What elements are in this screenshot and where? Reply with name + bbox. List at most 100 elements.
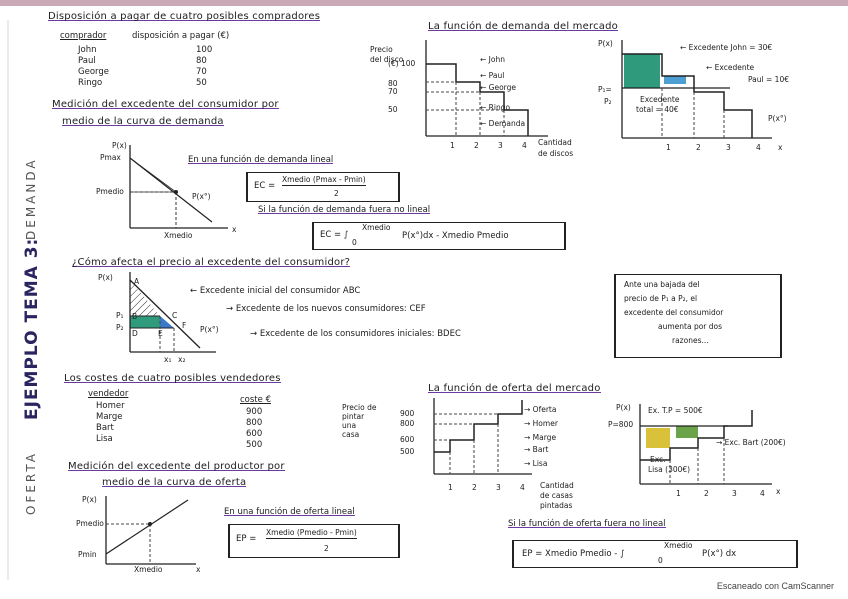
md-x-tick: 1	[450, 141, 455, 150]
pg-p: P(x)	[616, 403, 631, 412]
ec-formula-box: EC = Xmedio (Pmax - Pmin) 2	[246, 172, 400, 202]
ep-formula-box: EP = Xmedio (Pmedio - Pmin) 2	[228, 524, 400, 558]
seller-name: Marge	[96, 412, 123, 422]
ep2-rest: P(x°) dx	[702, 549, 737, 559]
pg-homer: Ex. T.P = 500€	[648, 406, 703, 415]
pe-p2: P₂	[116, 323, 124, 332]
scanner-footer: Escaneado con CamScanner	[716, 581, 834, 591]
sg-p: P(x)	[598, 39, 613, 48]
linear-demand-graph	[129, 145, 228, 229]
seller-name: Homer	[96, 401, 125, 411]
consumer-surplus-graph	[621, 40, 772, 139]
ep2-upper: Xmedio	[664, 541, 693, 550]
pe-curve: P(x°)	[200, 325, 219, 334]
g1-pmedio: Pmedio	[96, 187, 124, 196]
pg-p800: P=800	[608, 420, 634, 429]
buyer-value: 100	[196, 45, 213, 55]
pe-d: D	[132, 329, 138, 338]
pe-x2: x₂	[178, 355, 186, 364]
pe-note-line: aumenta por dos	[658, 322, 723, 331]
sg2-pmin: Pmin	[78, 550, 97, 559]
pe-e: E	[158, 329, 163, 338]
md-x-tick: 2	[474, 141, 479, 150]
ms-step-label: → Homer	[524, 419, 558, 428]
buyer-name: John	[78, 45, 97, 55]
sellers-title: Los costes de cuatro posibles vendedores	[64, 373, 281, 384]
sg-total-2: total = 40€	[636, 105, 679, 114]
col-cost: coste €	[240, 395, 271, 405]
sg-curve: P(x°)	[768, 114, 787, 123]
ms-step-label: → Lisa	[524, 459, 548, 468]
g1-curve-label: P(x°)	[192, 192, 211, 201]
buyer-name: Paul	[78, 56, 96, 66]
md-step-label: ← Ringo	[480, 103, 511, 112]
seller-name: Bart	[96, 423, 114, 433]
md-x-tick: 4	[522, 141, 527, 150]
sg2-pmedio: Pmedio	[76, 519, 104, 528]
ec2-lhs: EC = ∫	[320, 230, 349, 240]
pg-x-tick: 4	[760, 489, 765, 498]
side-tema: EJEMPLO TEMA 3:	[22, 237, 42, 420]
sg-x-tick: 4	[756, 143, 761, 152]
producer-measure-title-2: medio de la curva de oferta	[102, 477, 247, 488]
pg-x: x	[776, 487, 781, 496]
ec-numerator: Xmedio (Pmax - Pmin)	[282, 175, 366, 186]
pg-x-tick: 2	[704, 489, 709, 498]
sg-x-tick: 3	[726, 143, 731, 152]
md-step-label: ← John	[480, 55, 505, 64]
pg-x-tick: 3	[732, 489, 737, 498]
buyer-name: Ringo	[78, 78, 103, 88]
col-buyer: comprador	[60, 31, 107, 41]
pg-x-tick: 1	[676, 489, 681, 498]
pe-note-line: excedente del consumidor	[624, 308, 724, 317]
sg-x-tick: 2	[696, 143, 701, 152]
ms-ylabel-line: una	[342, 421, 357, 430]
sg2-x: x	[196, 565, 201, 574]
md-x-tick: 3	[498, 141, 503, 150]
md-ylabel-2: del disco	[370, 55, 404, 64]
ms-xlabel-line: Cantidad	[540, 481, 574, 490]
pe-a: A	[134, 277, 140, 286]
ec-denominator: 2	[334, 189, 339, 198]
ms-y-tick: 500	[400, 447, 415, 456]
seller-value: 900	[246, 407, 263, 417]
pe-c: C	[172, 311, 178, 320]
ms-ylabel-line: pintar	[342, 412, 365, 421]
col-willingness: disposición a pagar (€)	[132, 31, 230, 41]
pe-f: F	[182, 321, 187, 330]
seller-value: 500	[246, 440, 263, 450]
ms-step-label: → Oferta	[524, 405, 557, 414]
ms-x-tick: 1	[448, 483, 453, 492]
pe-p: P(x)	[98, 273, 113, 282]
consumer-measure-title-2: medio de la curva de demanda	[62, 116, 224, 127]
buyers-title: Disposición a pagar de cuatro posibles c…	[48, 11, 321, 22]
sg-total-1: Excedente	[640, 95, 680, 104]
sg2-xmedio: Xmedio	[134, 565, 163, 574]
producer-measure-title-1: Medición del excedente del productor por	[68, 461, 285, 472]
linear-supply-text: En una función de oferta lineal	[224, 507, 355, 517]
md-y-tick: 80	[388, 79, 398, 88]
ep-integral-box: EP = Xmedio Pmedio - ∫ Xmedio 0 P(x°) dx	[512, 540, 798, 568]
pe-note-line: razones...	[672, 336, 709, 345]
nonlinear-demand-text: Si la función de demanda fuera no lineal	[258, 205, 431, 215]
sg2-p: P(x)	[82, 495, 97, 504]
nonlinear-supply-text: Si la función de oferta fuera no lineal	[508, 519, 666, 529]
pg-lisa-1: Exc.	[650, 455, 666, 464]
pg-bart: → Exc. Bart (200€)	[716, 438, 786, 447]
ec2-upper: Xmedio	[362, 223, 391, 232]
buyer-name: George	[78, 67, 109, 77]
col-seller: vendedor	[88, 389, 129, 399]
md-step-label: ← Demanda	[480, 119, 526, 128]
linear-demand-text: En una función de demanda lineal	[188, 155, 334, 165]
market-demand-graph	[425, 40, 548, 137]
ms-xlabel-line: pintadas	[540, 501, 573, 510]
md-xlabel-1: Cantidad	[538, 138, 572, 147]
ms-xlabel-line: de casas	[540, 491, 573, 500]
ec-integral-box: EC = ∫ Xmedio 0 P(x°)dx - Xmedio Pmedio	[312, 222, 566, 250]
ep2-lower: 0	[658, 556, 663, 565]
sg-p1: P₁=	[598, 85, 612, 94]
ec-lhs: EC =	[254, 181, 276, 191]
